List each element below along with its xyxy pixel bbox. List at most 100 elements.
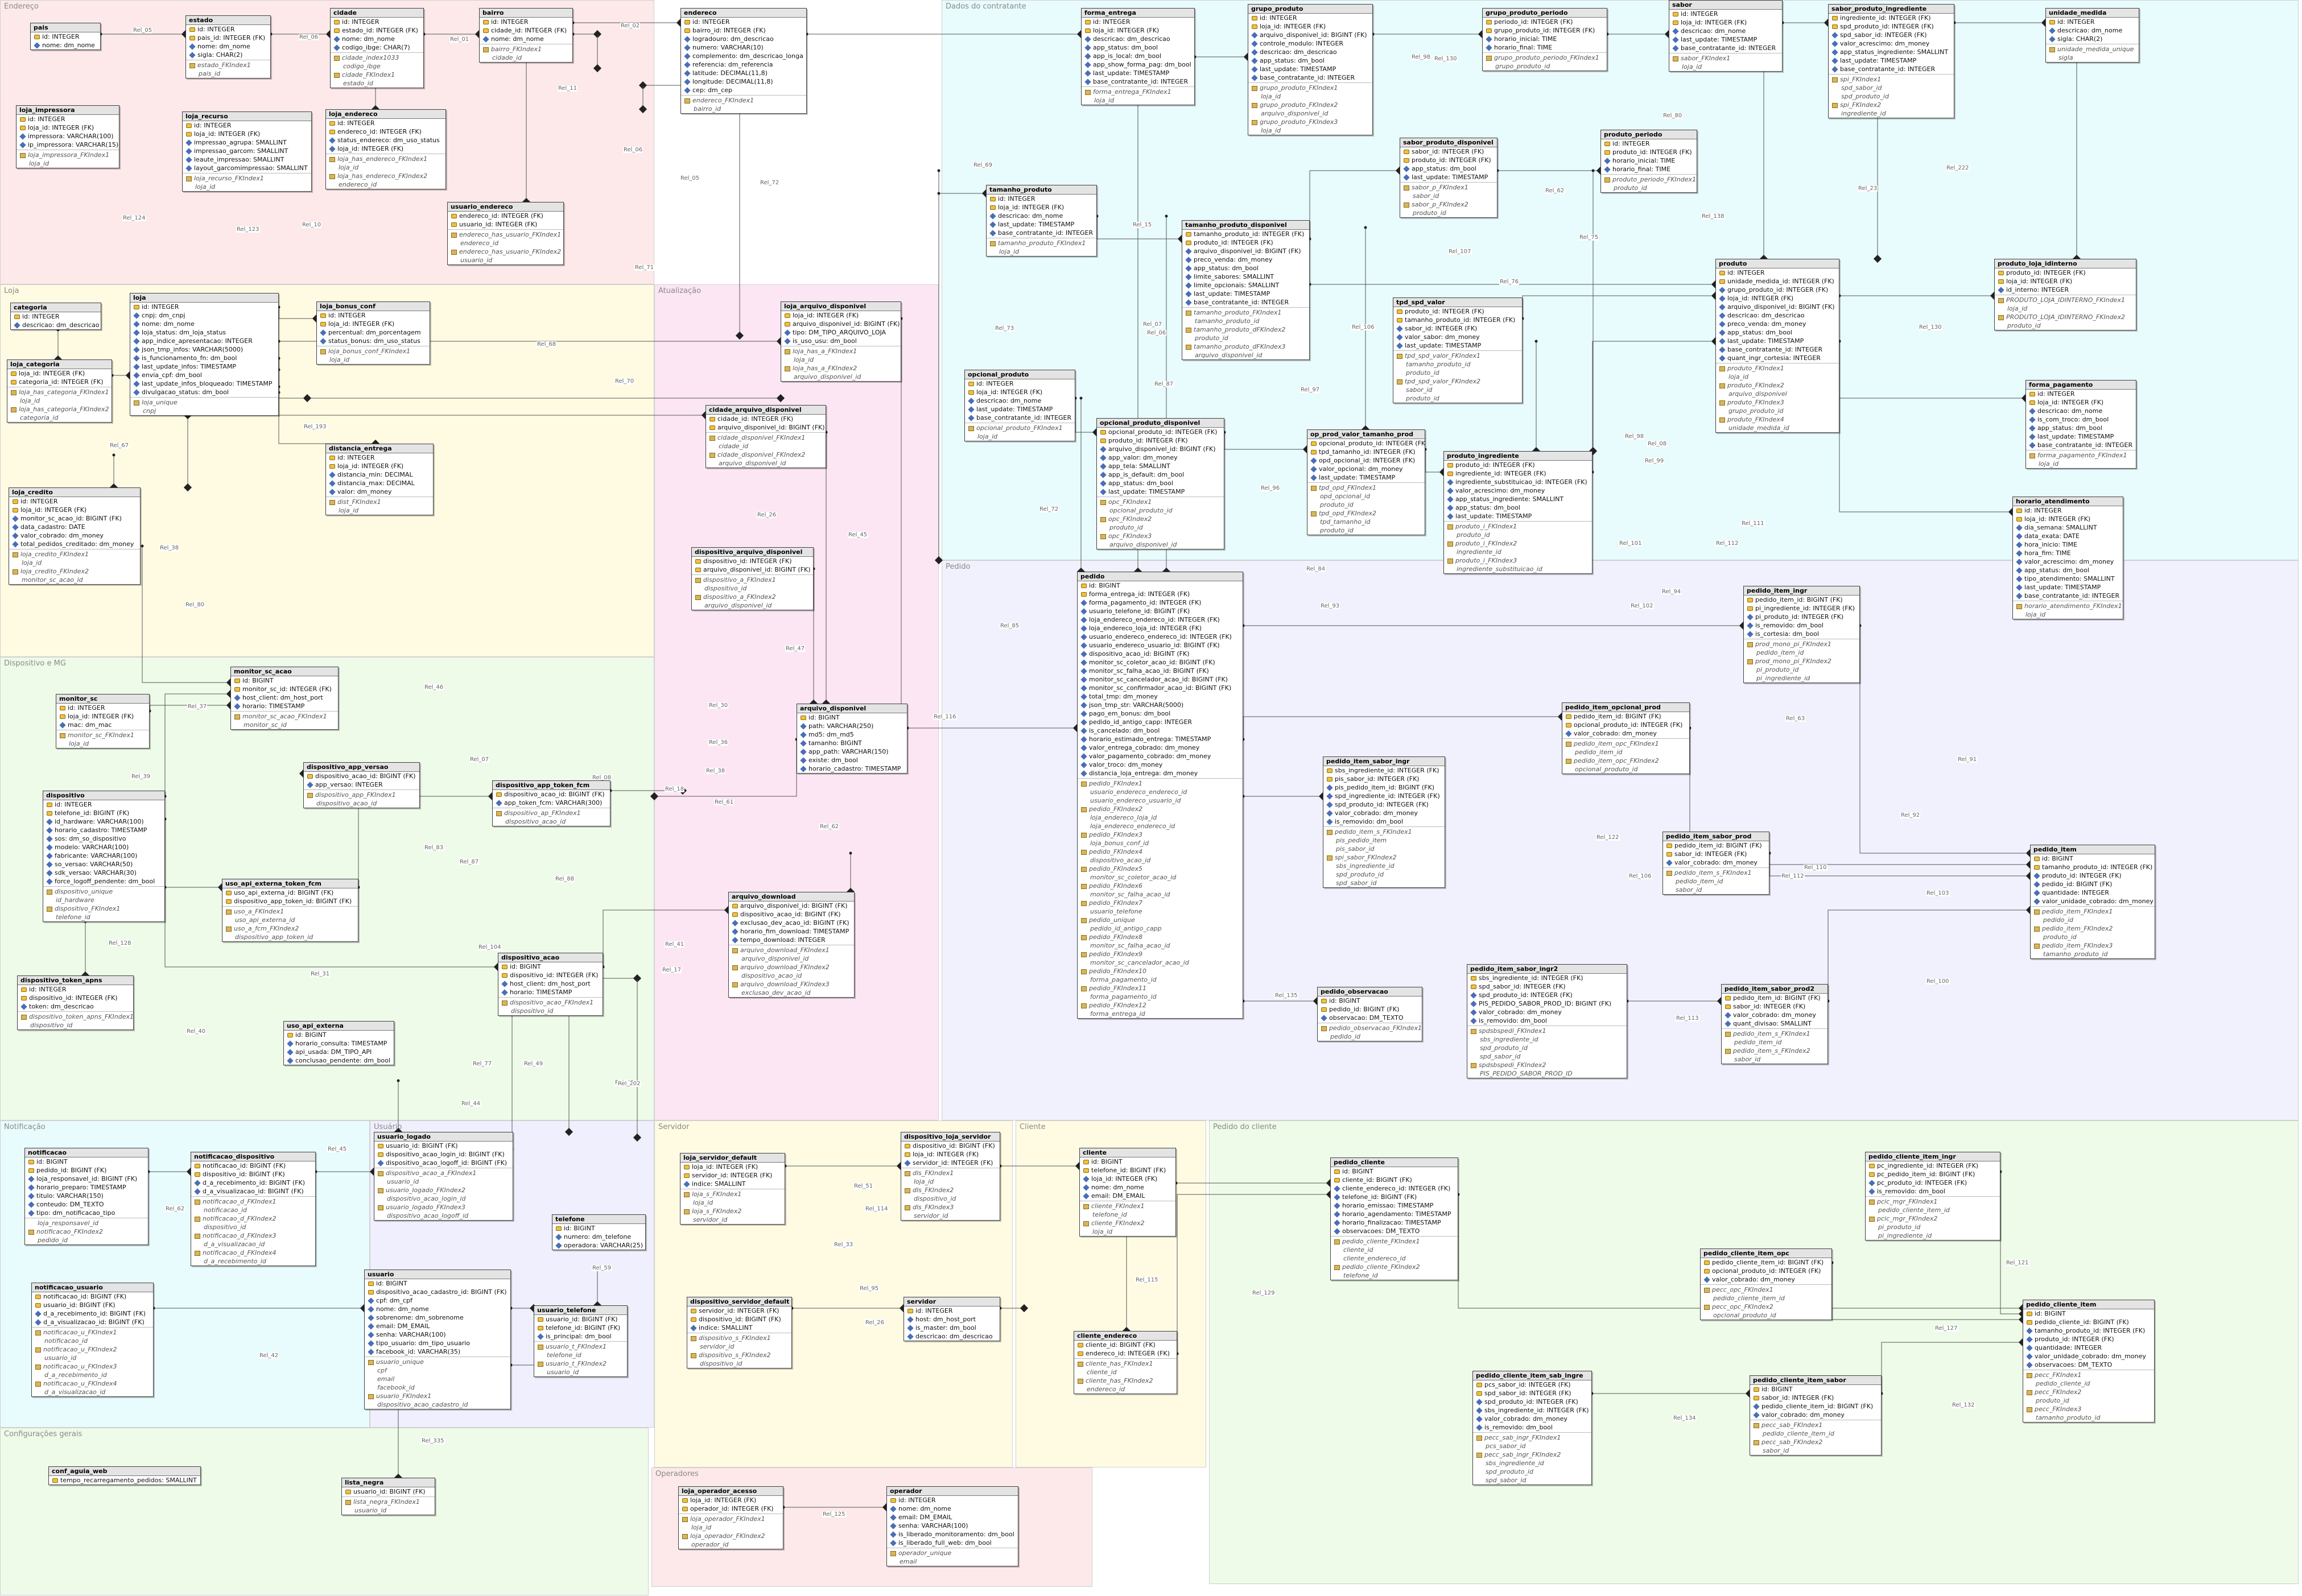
column-label: valor_unidade_cobrado: dm_money xyxy=(2042,898,2154,905)
table-title: pedido_item_ingr xyxy=(1744,586,1859,596)
index-label: grupo_produto_periodo_FKIndex1 xyxy=(1494,54,1599,61)
table-column: pedido_cliente_id: BIGINT (FK) xyxy=(2023,1318,2154,1326)
table-index: pedido_item_FKIndex2 xyxy=(2031,924,2155,933)
table-index: servidor_id xyxy=(687,1342,791,1351)
key-icon xyxy=(368,1281,374,1286)
column-label: dispositivo_acao_logoff_id: BIGINT (FK) xyxy=(386,1159,508,1167)
index-label: horario_atendimento_FKIndex1 xyxy=(2024,602,2122,610)
index-label: pedido_FKIndex1 xyxy=(1089,780,1143,787)
table-index: pecc_opc_FKIndex1 xyxy=(1701,1285,1831,1294)
key-icon xyxy=(905,1152,910,1157)
attribute-diamond-icon xyxy=(2016,524,2023,531)
table-column: sbs_ingrediente_id: INTEGER (FK) xyxy=(1323,766,1445,775)
table-column: last_update: TIMESTAMP xyxy=(1307,473,1425,482)
table-column: limite_opcionais: SMALLINT xyxy=(1182,281,1309,290)
relationship-line xyxy=(1839,341,2025,399)
index-icon xyxy=(1486,55,1492,61)
index-label: dist_FKIndex1 xyxy=(337,498,381,506)
index-label: tpd_opd_FKIndex1 xyxy=(1319,484,1376,491)
